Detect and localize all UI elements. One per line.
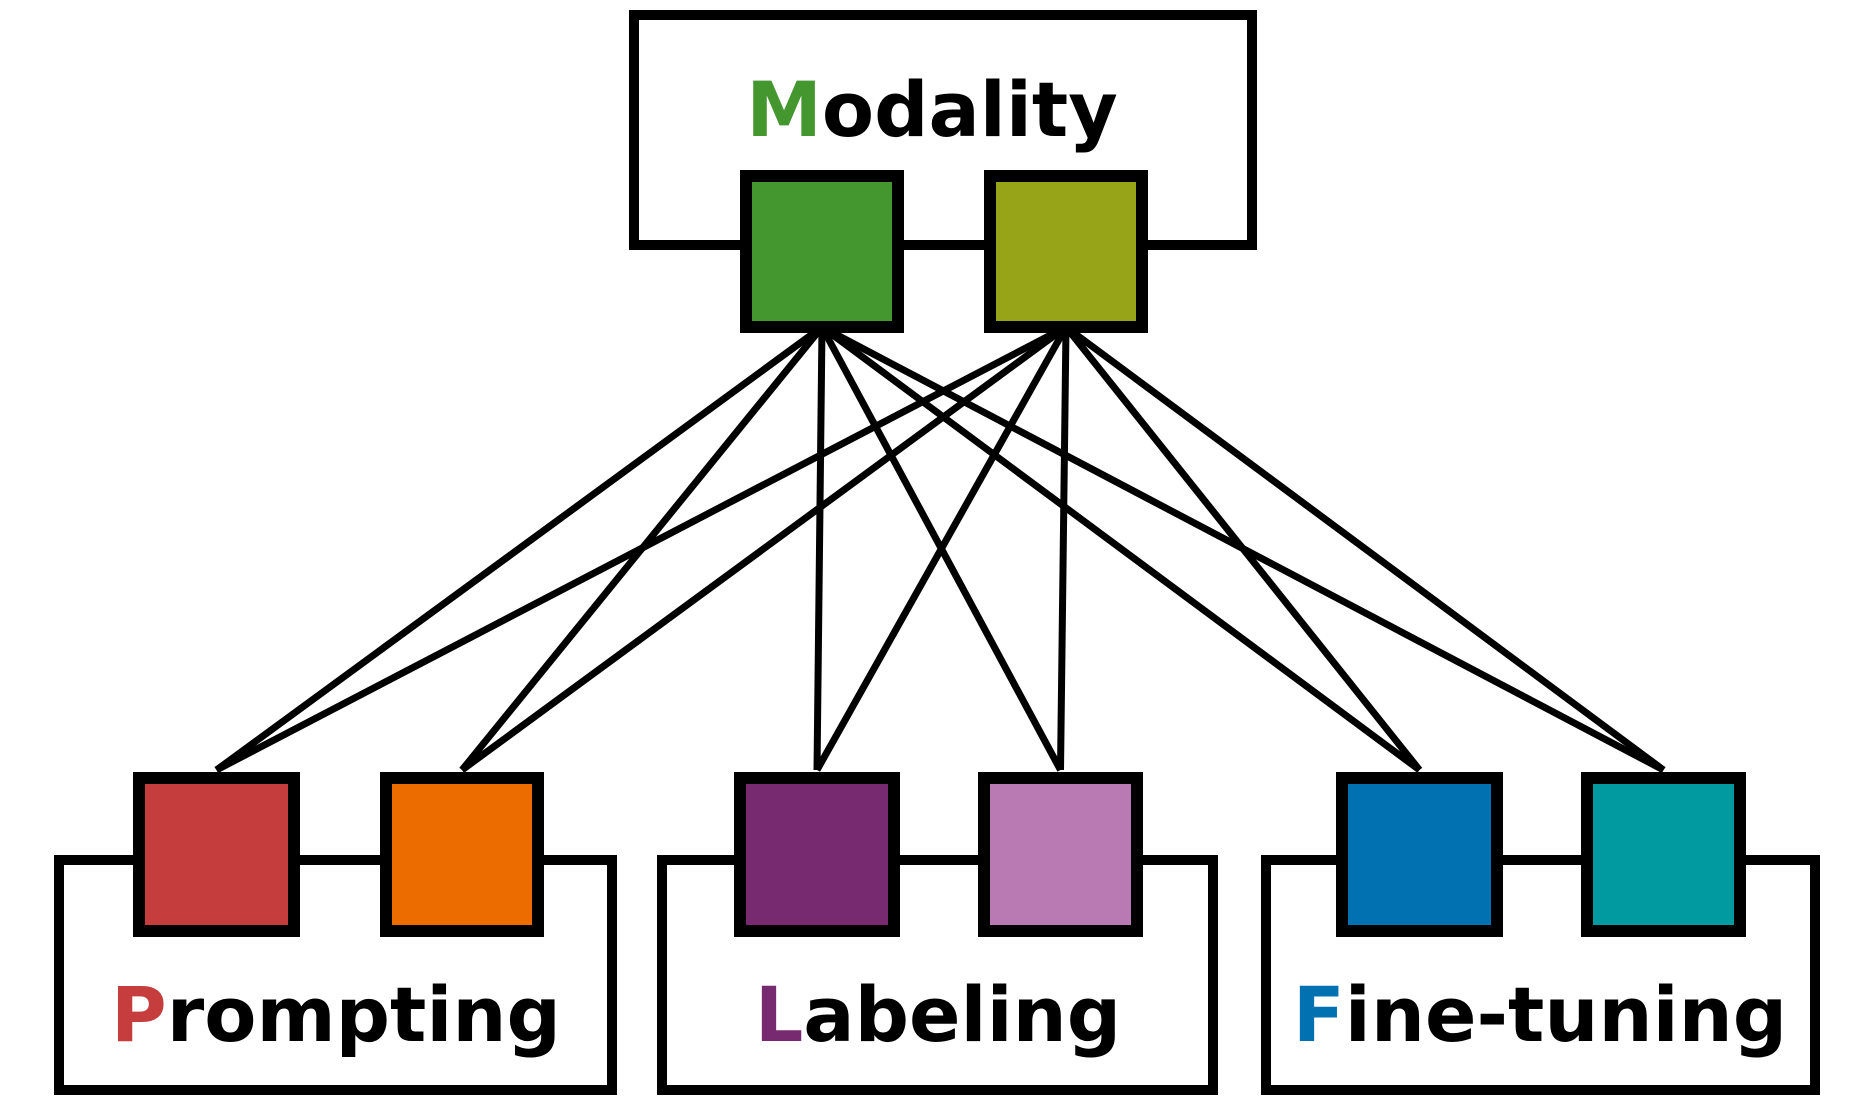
prompting-node-2 <box>380 772 544 937</box>
connection-edges <box>214 323 1666 774</box>
edge-2-to-prompting-2 <box>459 324 1069 773</box>
edge-1-to-prompting-1 <box>214 324 825 773</box>
labeling-group: Labeling <box>657 772 1218 1095</box>
modality-node-2 <box>984 170 1148 333</box>
edge-2-to-labeling-1 <box>813 325 1070 772</box>
modality-label-initial: M <box>746 65 822 154</box>
labeling-node-1 <box>734 772 900 937</box>
finetuning-label: Fine-tuning <box>1293 970 1787 1059</box>
labeling-label: Labeling <box>755 970 1121 1059</box>
prompting-frame <box>54 855 617 1095</box>
modality-frame <box>629 10 1257 250</box>
finetuning-frame <box>1261 855 1820 1095</box>
labeling-frame <box>657 855 1218 1095</box>
prompting-label-initial: P <box>111 970 167 1059</box>
prompting-group: Prompting <box>54 772 617 1095</box>
prompting-label-rest: rompting <box>167 970 561 1059</box>
finetuning-node-2 <box>1581 772 1746 937</box>
edge-2-to-labeling-2 <box>1057 326 1070 771</box>
finetuning-group: Fine-tuning <box>1261 772 1820 1095</box>
finetuning-label-initial: F <box>1293 970 1345 1059</box>
finetuning-node-1 <box>1336 772 1503 937</box>
labeling-label-initial: L <box>755 970 803 1059</box>
edge-1-to-labeling-1 <box>813 326 826 771</box>
edge-2-to-finetuning-1 <box>1063 324 1423 773</box>
modality-group: Modality <box>629 10 1257 333</box>
modality-label: Modality <box>746 65 1118 154</box>
finetuning-label-rest: ine-tuning <box>1345 970 1787 1059</box>
edge-2-to-finetuning-2 <box>1063 324 1666 773</box>
edge-2-to-prompting-1 <box>214 323 1068 774</box>
labeling-node-2 <box>978 772 1143 937</box>
prompting-label: Prompting <box>111 970 561 1059</box>
modality-label-rest: odality <box>822 65 1118 154</box>
modality-node-1 <box>740 170 904 333</box>
labeling-label-rest: abeling <box>803 970 1121 1059</box>
prompting-node-1 <box>133 772 300 937</box>
